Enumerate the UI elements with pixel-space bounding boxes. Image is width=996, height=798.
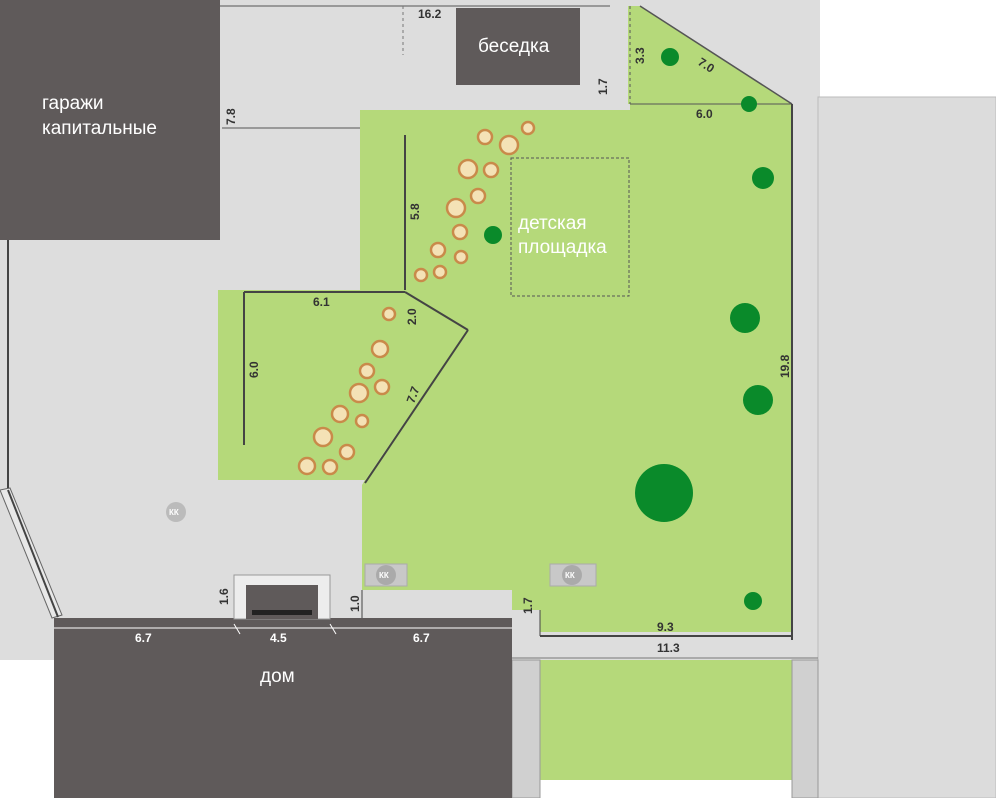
porch-step [252,610,312,615]
garages-label-1: гаражи [42,93,104,114]
dim-bed-height: 6.0 [247,361,261,378]
shrub [370,339,390,359]
playground-area [510,157,630,297]
shrub [432,264,448,280]
shrub [321,458,339,476]
dim-bed-small: 2.0 [405,308,419,325]
manhole-icon [562,565,582,585]
dim-house-gap: 1.0 [348,595,362,612]
dim-bottom-outer: 11.3 [657,641,680,655]
house-tick-1 [233,623,241,635]
left-lawn-bed [218,290,468,480]
shrub [498,134,520,156]
tree [484,226,502,244]
right-road [817,96,996,798]
shrub [476,128,494,146]
dim-top-width: 16.2 [418,7,442,21]
shrub [520,120,536,136]
playground-label-2: площадка [518,237,607,258]
shrub [429,241,447,259]
garages-label-2: капитальные [42,118,157,139]
manholes: КК КК КК [166,502,597,587]
shrub [445,197,467,219]
dim-bottom-inner: 9.3 [657,620,674,634]
shrub [373,378,391,396]
shrub [312,426,334,448]
bottom-right-curb [791,659,819,798]
dim-gazebo-offset: 1.7 [596,78,610,95]
dim-house-left: 6.7 [135,631,152,645]
manhole-icon [376,565,396,585]
tree [744,592,762,610]
dim-bed-width: 6.1 [313,295,330,309]
shrub [348,382,370,404]
shrub [469,187,487,205]
tree [743,385,773,415]
manhole-label: КК [565,571,575,580]
shrub [451,223,469,241]
tree [741,96,757,112]
bed-diag-line-2 [364,329,469,484]
left-diag-line [7,489,59,618]
manhole-label: КК [379,571,389,580]
house-block [54,618,512,798]
bottom-left-curb [511,659,541,798]
dim-house-right: 6.7 [413,631,430,645]
tree [730,303,760,333]
shrubs [297,120,536,476]
shrub [453,249,469,265]
manhole-label: КК [169,508,179,517]
dim-house-mid: 4.5 [270,631,287,645]
shrub [482,161,500,179]
dim-inner-height: 5.8 [408,203,422,220]
corner-lawn [628,6,792,104]
trees [484,48,774,610]
shrub [330,404,350,424]
dim-corner-width: 6.0 [696,107,713,121]
tree [661,48,679,66]
dim-corner-height: 3.3 [633,47,647,64]
shrub [381,306,397,322]
dim-bed-diag: 7.7 [404,384,423,405]
shrub [413,267,429,283]
garages-block [0,0,220,240]
manhole-icon [166,502,186,522]
shrub [358,362,376,380]
shrub [354,413,370,429]
dim-right-height: 19.8 [778,354,792,378]
bottom-lawn [540,660,792,780]
gazebo-block [456,8,580,85]
dim-bottom-step: 1.7 [521,597,535,614]
dim-porch-height: 1.6 [217,588,231,605]
shrub [338,443,356,461]
house-tick-2 [329,623,337,635]
bed-diag-line-1 [404,291,469,331]
shrub [457,158,479,180]
gazebo-label: беседка [478,36,550,57]
shrub [297,456,317,476]
playground-label-1: детская [518,213,587,234]
corner-diag-line [639,5,793,105]
tree [635,464,693,522]
tree [752,167,774,189]
dim-left-height: 7.8 [224,108,238,125]
house-label: дом [260,666,295,687]
